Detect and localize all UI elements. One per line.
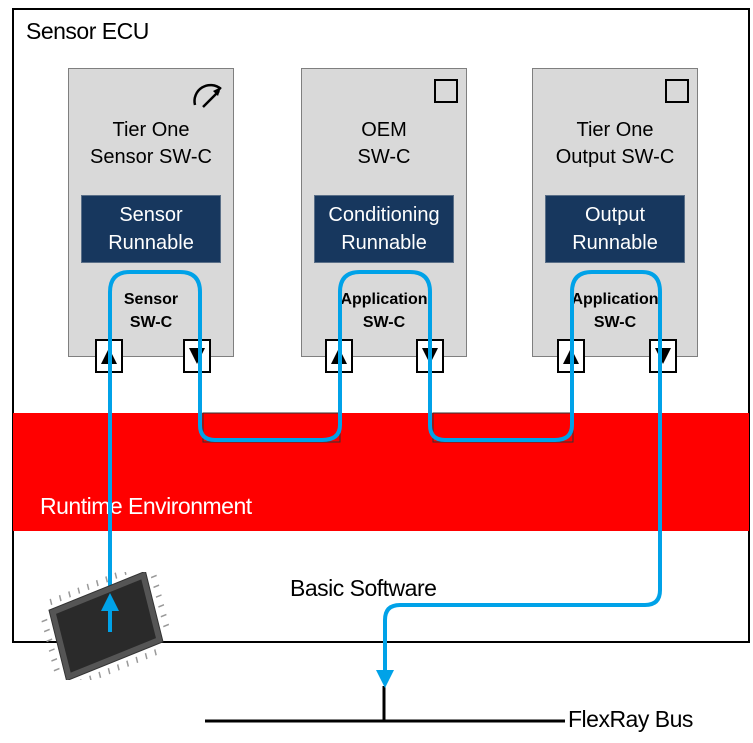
empty-square-icon — [434, 79, 458, 103]
gauge-icon — [193, 83, 222, 108]
swc-kind-label: Application SW-C — [571, 291, 659, 331]
sensor-runnable[interactable]: Sensor Runnable — [81, 195, 221, 263]
swc-kind-label: Application SW-C — [340, 291, 428, 331]
conditioning-runnable[interactable]: Conditioning Runnable — [314, 195, 454, 263]
swc-name: Tier One Output SW-C — [555, 119, 675, 168]
runtime-environment-band — [13, 413, 749, 531]
swc-oem[interactable]: OEM SW-C Conditioning Runnable Applicati… — [301, 68, 467, 357]
flexray-bus-label: FlexRay Bus — [568, 706, 693, 732]
swc-kind-label: Sensor SW-C — [123, 291, 179, 331]
rte-label: Runtime Environment — [40, 493, 252, 519]
basic-software-label: Basic Software — [290, 575, 437, 601]
flow-arrow-down — [376, 670, 394, 688]
output-runnable[interactable]: Output Runnable — [545, 195, 685, 263]
swc-tier-one-output[interactable]: Tier One Output SW-C Output Runnable App… — [532, 68, 698, 357]
swc-name: OEM SW-C — [357, 119, 411, 168]
swc-name: Tier One Sensor SW-C — [90, 119, 212, 168]
ecu-title: Sensor ECU — [26, 18, 149, 44]
microcontroller-chip-icon — [41, 572, 170, 680]
swc-tier-one-sensor[interactable]: Tier One Sensor SW-C Sensor Runnable Sen… — [68, 68, 234, 357]
empty-square-icon — [665, 79, 689, 103]
data-flow-path — [108, 270, 662, 672]
